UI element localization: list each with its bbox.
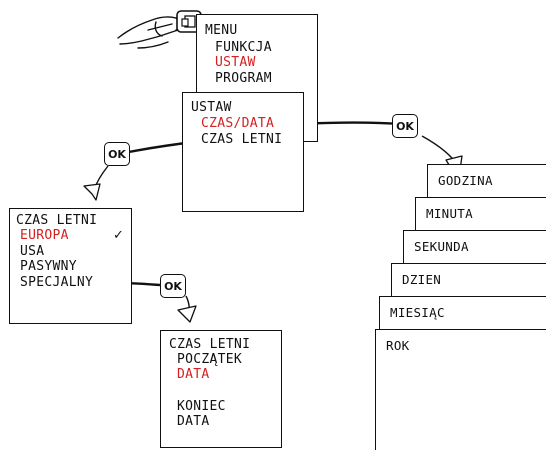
stack-card-label: GODZINA	[438, 173, 493, 188]
menu-title: MENU	[205, 23, 238, 38]
arrow-head-left	[83, 183, 101, 201]
dst-item-europa[interactable]: EUROPA	[20, 228, 69, 243]
dst-item-usa[interactable]: USA	[20, 244, 45, 259]
menu-item-funkcja[interactable]: FUNKCJA	[215, 40, 272, 55]
stack-card-label: DZIEN	[402, 272, 442, 287]
dst-screen: CZAS LETNI EUROPA ✓ USA PASYWNY SPECJALN…	[9, 208, 132, 324]
ustaw-title: USTAW	[191, 100, 232, 115]
stack-card-label: SEKUNDA	[414, 239, 469, 254]
menu-key-icon	[176, 10, 202, 33]
hand-icon	[117, 16, 180, 49]
stack-card-label: ROK	[386, 338, 410, 353]
special-dst-screen: CZAS LETNI POCZĄTEK DATA KONIEC DATA	[160, 330, 282, 448]
dst-title: CZAS LETNI	[16, 213, 98, 228]
ustaw-item-czas-data[interactable]: CZAS/DATA	[201, 116, 275, 131]
special-end-label: KONIEC	[177, 399, 226, 414]
menu-item-program[interactable]: PROGRAM	[215, 71, 272, 86]
stack-card-rok: ROK	[375, 329, 546, 450]
check-icon: ✓	[113, 228, 125, 243]
special-end-value[interactable]: DATA	[177, 414, 210, 429]
special-start-value[interactable]: DATA	[177, 367, 210, 382]
ok-button[interactable]: OK	[392, 114, 418, 138]
ok-button[interactable]: OK	[160, 274, 186, 298]
dst-item-pasywny[interactable]: PASYWNY	[20, 259, 77, 274]
arrow-head-down	[177, 305, 197, 323]
ok-button[interactable]: OK	[104, 142, 130, 166]
stack-card-label: MIESIĄC	[390, 305, 445, 320]
ustaw-item-czas-letni[interactable]: CZAS LETNI	[201, 132, 283, 147]
menu-item-ustaw[interactable]: USTAW	[215, 55, 256, 70]
dst-item-specjalny[interactable]: SPECJALNY	[20, 275, 94, 290]
special-title: CZAS LETNI	[169, 337, 251, 352]
ustaw-screen: USTAW CZAS/DATA CZAS LETNI	[182, 92, 304, 212]
stack-card-label: MINUTA	[426, 206, 473, 221]
special-start-label: POCZĄTEK	[177, 352, 243, 367]
